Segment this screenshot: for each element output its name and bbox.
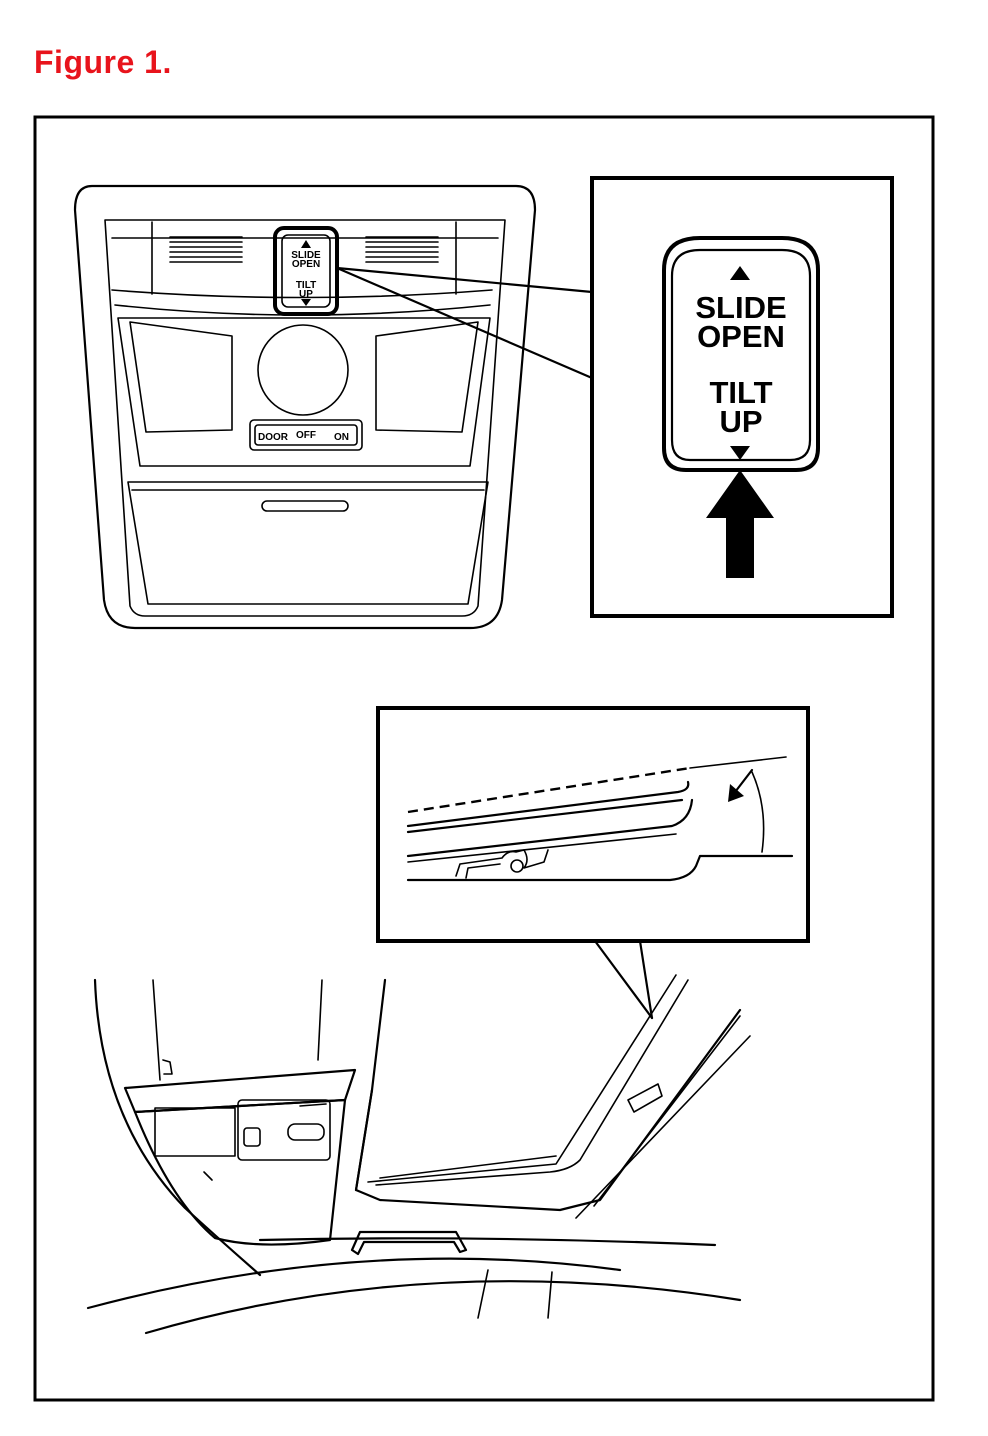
cabin-roof-view xyxy=(86,974,751,1335)
sunglass-holder xyxy=(127,481,489,605)
lamp-switch-off: OFF xyxy=(296,430,316,441)
lamp-switch[interactable]: DOOR OFF ON xyxy=(249,419,363,451)
switch-label-slide: SLIDE xyxy=(291,250,321,261)
switch-label-tilt: TILT xyxy=(296,280,316,291)
zoom-label-slide: SLIDE xyxy=(695,290,786,325)
switch-label-up: UP xyxy=(299,289,313,300)
vent-left xyxy=(169,236,243,263)
sunroof-switch[interactable]: SLIDE OPEN TILT UP xyxy=(273,226,339,316)
sunroof-latch xyxy=(627,1083,663,1113)
map-lamp-right xyxy=(375,321,479,433)
grab-handle xyxy=(350,1230,468,1256)
lamp-switch-on: ON xyxy=(334,432,349,443)
zoom-label-up: UP xyxy=(719,404,762,439)
up-triangle-icon xyxy=(301,240,311,248)
switch-zoom-panel: SLIDE OPEN TILT UP xyxy=(590,176,894,618)
zoom-label-tilt: TILT xyxy=(709,375,772,410)
push-arrow-icon xyxy=(706,470,774,578)
switch-label-open: OPEN xyxy=(292,259,320,270)
down-triangle-icon xyxy=(301,299,311,306)
up-triangle-icon xyxy=(730,266,750,280)
center-dome-lamp xyxy=(257,324,349,416)
vent-right xyxy=(365,236,439,263)
zoom-label-open: OPEN xyxy=(697,319,785,354)
figure-caption: Figure 1. xyxy=(34,44,172,80)
holder-handle xyxy=(261,500,349,512)
figure-frame xyxy=(33,115,935,1402)
tilt-detail-panel xyxy=(376,706,810,943)
tilt-angle-arc xyxy=(751,771,765,853)
lamp-switch-door: DOOR xyxy=(258,432,289,443)
map-lamp-left xyxy=(129,321,233,433)
overhead-console: SLIDE OPEN TILT UP DOOR OFF ON xyxy=(73,184,537,630)
down-triangle-icon xyxy=(730,446,750,460)
